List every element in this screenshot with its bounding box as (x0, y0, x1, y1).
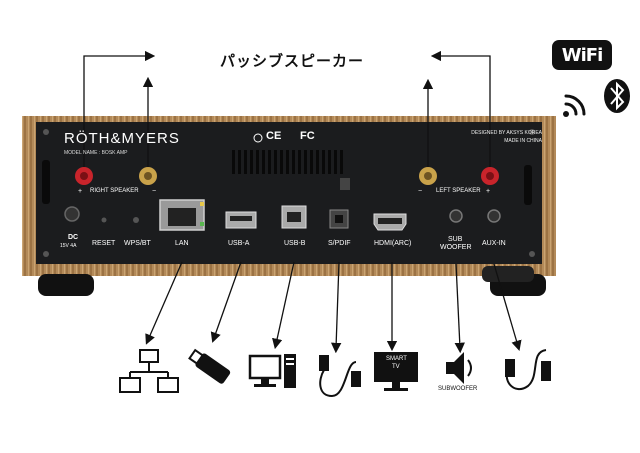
lan-label: LAN (175, 240, 189, 247)
model-name: MODEL NAME : BOSK AMP (64, 150, 128, 156)
wifi-badge: WiFi (552, 40, 612, 70)
audio-cable-icon (505, 349, 551, 391)
brand-logo: RÖTH&MYERS (64, 130, 180, 147)
right-speaker-label: RIGHT SPEAKER (90, 188, 139, 194)
wood-side-right (540, 120, 556, 274)
subwoofer-jack[interactable] (449, 209, 463, 223)
usb-stick-icon (188, 348, 231, 384)
right-speaker-plus-label: + (78, 188, 83, 195)
speaker-connection-arrows (83, 50, 491, 167)
bluetooth-icon (604, 79, 630, 113)
spdif-label: S/PDIF (328, 240, 351, 247)
subwoofer-speaker-icon (446, 352, 472, 384)
smart-tv-label-line2: TV (392, 364, 400, 370)
sub-woofer-label-line2: WOOFER (440, 244, 472, 251)
aux-in-jack[interactable] (487, 209, 501, 223)
small-block (340, 178, 350, 190)
right-speaker-minus-label: − (152, 188, 157, 195)
sub-woofer-label-line1: SUB (448, 236, 463, 243)
dc-jack[interactable] (64, 206, 80, 222)
smart-tv-label-line1: SMART (386, 356, 407, 362)
network-icon (119, 349, 179, 393)
wood-side-left (22, 118, 38, 274)
panel-screws (43, 129, 535, 257)
reset-button[interactable] (101, 217, 107, 223)
foot-left (38, 274, 94, 296)
subwoofer-caption: SUBWOOFER (438, 386, 478, 392)
hdmi-label: HDMI(ARC) (374, 240, 412, 247)
reset-label: RESET (92, 240, 116, 247)
wps-bt-button[interactable] (133, 217, 139, 223)
usb-b-label: USB-B (284, 240, 306, 247)
left-speaker-terminals (419, 167, 499, 185)
optical-cable-icon (319, 355, 361, 398)
left-speaker-label: LEFT SPEAKER (436, 188, 481, 194)
fcc-mark: FC (300, 130, 315, 142)
dc-spec-label: 15V 4A (60, 243, 77, 249)
designed-by-label: DESIGNED BY AKSYS KOREA (471, 130, 542, 136)
left-speaker-plus-label: + (486, 188, 491, 195)
wood-top (22, 116, 556, 124)
aux-in-label: AUX-IN (482, 240, 506, 247)
vent-grille (232, 150, 343, 174)
wps-bt-label: WPS/BT (124, 240, 151, 247)
device-connection-arrows (145, 261, 522, 354)
made-in-label: MADE IN CHINA (504, 138, 542, 144)
rear-panel (36, 122, 542, 264)
ce-mark: CE (266, 130, 282, 142)
dc-label: DC (68, 234, 79, 241)
left-speaker-minus-label: − (418, 188, 423, 195)
smart-tv-icon (374, 352, 418, 391)
wood-bottom (22, 262, 556, 276)
side-vents (42, 160, 532, 205)
designed-by-info: DESIGNED BY AKSYS KOREA MADE IN CHINA (452, 129, 542, 145)
right-speaker-terminals (75, 167, 157, 185)
usb-a-label: USB-A (228, 240, 250, 247)
desktop-pc-icon (248, 354, 296, 388)
passive-speakers-heading: パッシブスピーカー (220, 52, 365, 70)
wireless-signal-icon (563, 94, 586, 117)
